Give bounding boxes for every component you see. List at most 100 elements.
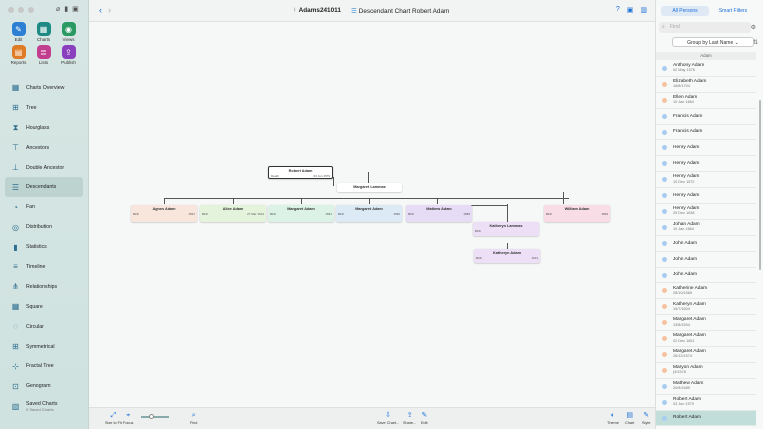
bottom-find[interactable]: ⌕Find <box>190 411 197 425</box>
tool-publish[interactable]: ⇪Publish <box>56 45 81 65</box>
sidebar-item-text: Circular <box>26 323 44 330</box>
event-label: Birth <box>546 211 553 216</box>
sidebar-item-fan[interactable]: ◔Fan <box>5 197 83 217</box>
help-icon[interactable]: ? <box>615 6 620 13</box>
sidebar-item-ancestors[interactable]: ⊤Ancestors <box>5 138 83 158</box>
tab-all-persons[interactable]: All Persons <box>661 6 709 16</box>
bottom-share[interactable]: ⇪Share... <box>403 411 416 425</box>
sidebar-item-charts-overview[interactable]: ▦Charts Overview <box>5 78 83 98</box>
list-item[interactable]: John Adam <box>656 236 756 252</box>
sidebar-item-descendants[interactable]: ☰Descendants <box>5 177 83 198</box>
sidebar-item-relationships[interactable]: ⋔Relationships <box>5 277 83 297</box>
bottom-theme[interactable]: ◐Theme <box>607 411 619 425</box>
list-item[interactable]: Robert Adam <box>656 410 756 427</box>
bottom-item-label: Find <box>190 421 198 425</box>
sidebar-toggle-icon[interactable]: ▥ <box>640 7 647 14</box>
bottom-focus[interactable]: ⌖Focus <box>123 411 133 425</box>
male-icon <box>662 272 667 278</box>
person-entry: Henry Adam <box>673 145 699 150</box>
list-item[interactable]: John Adam <box>656 252 756 268</box>
bottom-edit[interactable]: ✎Edit <box>421 411 428 425</box>
tool-label: Publish <box>61 60 76 65</box>
list-item[interactable]: Henry Adam <box>656 156 756 173</box>
bottom-save-chart[interactable]: ⇩Save Chart... <box>377 411 399 425</box>
close-button[interactable] <box>8 7 14 13</box>
zoom-button[interactable] <box>28 7 34 13</box>
zoom-slider-knob[interactable] <box>149 414 154 419</box>
tool-charts[interactable]: ▦Charts <box>31 22 56 42</box>
tag-icon[interactable]: ⌀ <box>56 6 61 13</box>
sort-icon[interactable]: ⇅ <box>752 40 758 46</box>
sidebar-item-distribution[interactable]: ◎Distribution <box>5 217 83 237</box>
person-date: 10 Jan 1664 <box>673 227 694 232</box>
list-item[interactable]: Francis Adam <box>656 109 756 125</box>
persons-scrollbar[interactable] <box>758 100 761 270</box>
minimize-button[interactable] <box>18 7 24 13</box>
reports-icon: ▤ <box>11 45 26 59</box>
sidebar-item-fractal-tree[interactable]: ⊹Fractal Tree <box>5 356 83 376</box>
sidebar-item-tree[interactable]: ⊞Tree <box>5 98 83 118</box>
tab-smart-filters[interactable]: Smart Filters <box>718 8 748 14</box>
chart-navigation: ▦Charts Overview⊞Tree⧗Hourglass⊤Ancestor… <box>5 78 83 416</box>
bookmark-icon[interactable]: ▮ <box>64 6 69 13</box>
sidebar-item-square[interactable]: ▦Square <box>5 297 83 317</box>
group-by-select[interactable]: Group by Last Name ⌄ <box>672 37 754 47</box>
tool-edit[interactable]: ✎Edit <box>6 22 31 42</box>
sidebar-item-text: Double Ancestor <box>26 164 65 171</box>
tool-lists[interactable]: ≣Lists <box>31 45 56 65</box>
tool-views[interactable]: ◉Views <box>56 22 81 42</box>
person-name: John Adam <box>673 272 698 278</box>
back-icon[interactable]: ‹ <box>99 5 102 15</box>
sidebar-item-circular[interactable]: ◌Circular <box>5 317 83 337</box>
sidebar-item-genogram[interactable]: ⊡Genogram <box>5 376 83 396</box>
bottom-chart[interactable]: ▤Chart <box>625 411 634 425</box>
female-icon <box>662 97 667 103</box>
sidebar-item-statistics[interactable]: ▮Statistics <box>5 237 83 257</box>
image-icon[interactable]: ▣ <box>72 6 79 13</box>
list-item[interactable]: Henry Adam <box>656 188 756 205</box>
list-item[interactable]: Maryon Adam(4/1578 <box>656 363 756 379</box>
sidebar-item-double-ancestor[interactable]: ⊥Double Ancestor <box>5 158 83 178</box>
find-input[interactable]: ⌕Find <box>659 22 751 33</box>
bottom-style[interactable]: ✎Style <box>642 411 650 425</box>
tool-reports[interactable]: ▤Reports <box>6 45 31 65</box>
list-item[interactable]: Francis Adam <box>656 125 756 141</box>
overview-icon: ▦ <box>11 83 20 93</box>
layout-icon[interactable]: ▣ <box>626 7 634 14</box>
zoom-slider[interactable] <box>141 414 169 419</box>
list-item[interactable]: Henry Adam <box>656 140 756 157</box>
sidebar-item-hourglass[interactable]: ⧗Hourglass <box>5 118 83 138</box>
forward-icon[interactable]: › <box>108 5 111 15</box>
sidebar-item-symmetrical[interactable]: ⊞Symmetrical <box>5 337 83 357</box>
person-date: 15/7/1604 <box>673 306 690 311</box>
list-item[interactable]: John Adam <box>656 268 756 284</box>
bottom-size-to-fit[interactable]: ⤢Size to Fit <box>105 411 122 425</box>
sidebar-item-timeline[interactable]: ≡Timeline <box>5 257 83 277</box>
gear-icon[interactable]: ⚙ <box>750 25 756 31</box>
spouse-person-card[interactable]: Margaret Lammas <box>337 183 402 192</box>
